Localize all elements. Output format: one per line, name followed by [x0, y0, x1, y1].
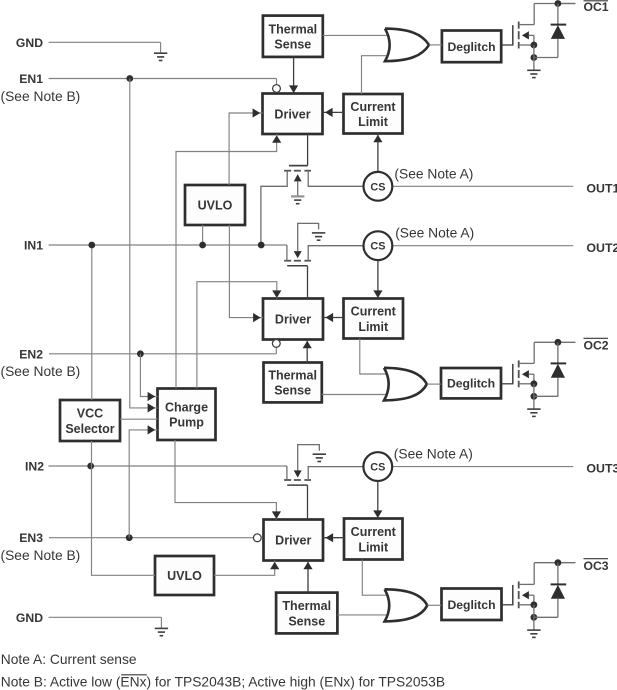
svg-text:(See Note A): (See Note A) [394, 166, 473, 181]
svg-text:Current: Current [351, 305, 397, 319]
svg-text:Limit: Limit [358, 115, 389, 129]
svg-text:Current: Current [350, 100, 396, 114]
svg-text:OC3: OC3 [584, 559, 609, 573]
svg-text:Pump: Pump [169, 416, 204, 430]
svg-text:Selector: Selector [65, 422, 114, 436]
svg-text:Limit: Limit [358, 540, 389, 554]
svg-text:Sense: Sense [274, 38, 311, 52]
svg-text:EN2: EN2 [19, 347, 43, 361]
svg-text:Current: Current [351, 525, 397, 539]
svg-text:(See Note A): (See Note A) [395, 225, 474, 240]
svg-text:OUT1: OUT1 [586, 181, 617, 195]
svg-text:OUT2: OUT2 [586, 241, 617, 255]
svg-text:Deglitch: Deglitch [447, 598, 495, 612]
svg-text:IN2: IN2 [25, 460, 44, 474]
svg-text:OUT3: OUT3 [586, 462, 617, 476]
svg-text:GND: GND [16, 611, 43, 625]
svg-text:Driver: Driver [274, 107, 310, 121]
svg-text:Driver: Driver [275, 313, 311, 327]
svg-text:EN1: EN1 [19, 72, 43, 86]
svg-text:UVLO: UVLO [167, 569, 202, 583]
svg-text:Sense: Sense [274, 384, 311, 398]
svg-text:Note A: Current sense: Note A: Current sense [1, 652, 137, 667]
svg-text:Driver: Driver [275, 534, 311, 548]
svg-text:(See Note B): (See Note B) [1, 548, 81, 563]
svg-text:GND: GND [16, 36, 43, 50]
svg-text:Note B: Active low (ENx) for T: Note B: Active low (ENx) for TPS2043B; A… [1, 675, 445, 690]
svg-text:CS: CS [370, 241, 385, 253]
svg-text:(See Note B): (See Note B) [1, 89, 81, 104]
svg-text:EN3: EN3 [19, 531, 43, 545]
svg-text:Deglitch: Deglitch [447, 377, 495, 391]
svg-text:OC2: OC2 [584, 339, 609, 353]
svg-text:Thermal: Thermal [282, 599, 331, 613]
svg-text:OC1: OC1 [584, 0, 609, 14]
svg-text:Thermal: Thermal [268, 369, 317, 383]
svg-text:Charge: Charge [165, 400, 208, 414]
svg-text:Thermal: Thermal [269, 22, 318, 36]
svg-text:UVLO: UVLO [198, 199, 233, 213]
svg-text:IN1: IN1 [24, 239, 43, 253]
svg-text:Sense: Sense [288, 614, 325, 628]
svg-text:Deglitch: Deglitch [448, 40, 496, 54]
svg-text:CS: CS [370, 181, 385, 193]
svg-text:VCC: VCC [77, 407, 103, 421]
svg-text:(See Note A): (See Note A) [394, 446, 473, 461]
svg-text:(See Note B): (See Note B) [1, 364, 81, 379]
svg-text:Limit: Limit [358, 320, 389, 334]
svg-text:CS: CS [370, 462, 385, 474]
